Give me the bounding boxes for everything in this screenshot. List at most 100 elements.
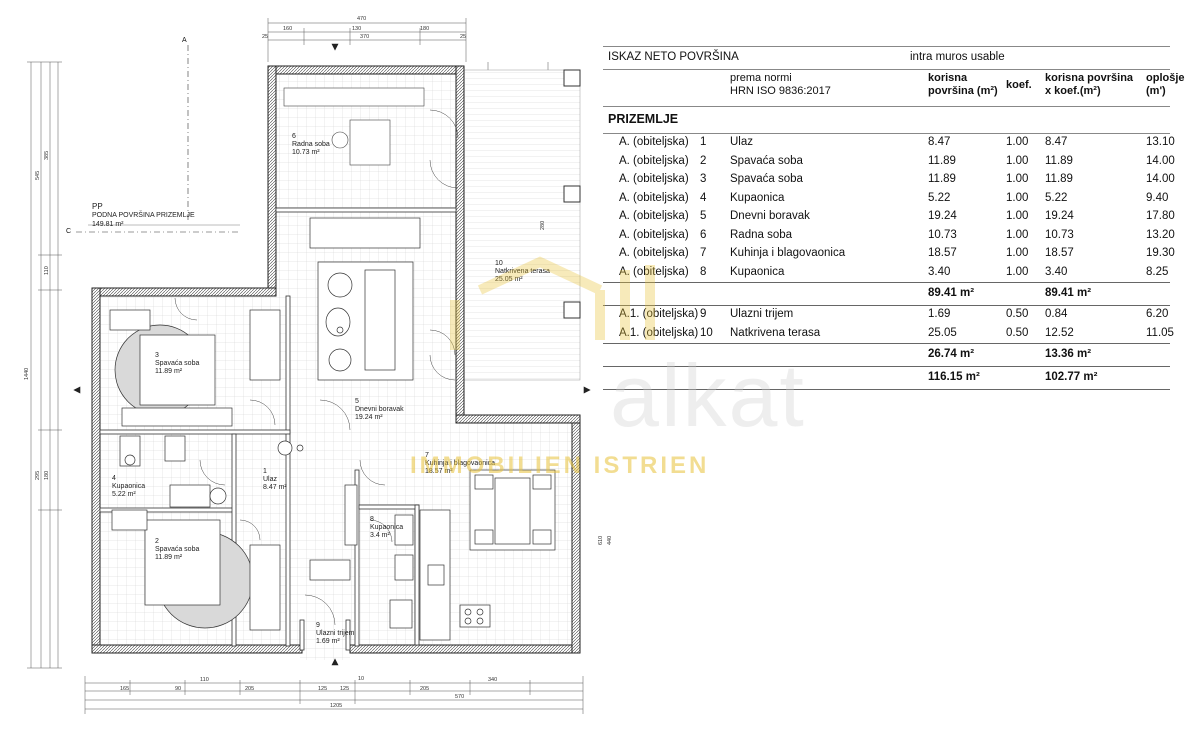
cell-type: A.1. (obiteljska) xyxy=(619,326,699,339)
cell-type: A. (obiteljska) xyxy=(619,265,689,278)
cell-area: 10.73 xyxy=(928,228,957,241)
dim-top-total: 470 xyxy=(357,16,367,22)
subtotal-a1-area-koef: 13.36 m² xyxy=(1045,348,1092,360)
cell-area-koef: 12.52 xyxy=(1045,326,1074,339)
cell-no: 5 xyxy=(700,210,707,222)
cell-koef: 1.00 xyxy=(1006,247,1029,259)
subtotal-a-row: 89.41 m² 89.41 m² xyxy=(603,282,1170,306)
cell-type: A. (obiteljska) xyxy=(619,154,689,167)
cell-oplosje: 13.10 xyxy=(1146,136,1175,148)
cell-no: 2 xyxy=(700,154,707,167)
cell-area-koef: 5.22 xyxy=(1045,191,1068,204)
bathroom4-fixtures xyxy=(119,435,227,508)
dim-left-2: 385 xyxy=(44,150,50,160)
cell-area: 11.89 xyxy=(928,173,956,185)
floor-area-label: PODNA POVRŠINA PRIZEMLJE xyxy=(92,212,195,219)
total-area: 116.15 m² xyxy=(928,371,980,383)
cell-koef: 1.00 xyxy=(1006,265,1029,278)
subtotal-a1-area: 26.74 m² xyxy=(928,348,975,360)
dim-bottom-1: 165 xyxy=(120,686,130,692)
cell-koef: 1.00 xyxy=(1006,173,1029,185)
cell-oplosje: 14.00 xyxy=(1146,173,1175,185)
cell-name: Dnevni boravak xyxy=(730,210,810,222)
cell-area: 8.47 xyxy=(928,136,951,148)
table-title: ISKAZ NETO POVRŠINA xyxy=(608,51,739,63)
cell-name: Kupaonica xyxy=(730,191,785,204)
section-label: PRIZEMLJE xyxy=(608,112,679,126)
dim-bottom-4: 205 xyxy=(245,686,255,692)
door-swings xyxy=(174,109,459,626)
subtotal-a-area: 89.41 m² xyxy=(928,287,975,299)
cell-oplosje: 6.20 xyxy=(1146,308,1169,320)
dim-bottom-7: 10 xyxy=(358,676,365,682)
cell-no: 10 xyxy=(700,326,713,339)
dim-top-6: 25 xyxy=(460,34,467,40)
dim-right-2: 610 xyxy=(598,535,604,545)
area-table: ISKAZ NETO POVRŠINA intra muros usable p… xyxy=(603,46,1185,390)
cell-name: Spavaća soba xyxy=(730,154,803,167)
dim-left-5: 180 xyxy=(44,470,50,480)
cell-koef: 1.00 xyxy=(1006,228,1029,241)
cell-name: Radna soba xyxy=(730,228,793,241)
table-subtitle: intra muros usable xyxy=(910,51,1005,63)
floor-area-value: 149.81 m² xyxy=(92,221,124,228)
bedroom3-furniture xyxy=(109,309,281,427)
cell-area-koef: 18.57 xyxy=(1045,247,1074,259)
bathroom8-fixtures xyxy=(389,514,414,629)
cell-koef: 1.00 xyxy=(1006,136,1029,148)
cell-area-koef: 11.89 xyxy=(1045,173,1073,185)
dimension-lines-bottom xyxy=(84,676,584,714)
cell-koef: 0.50 xyxy=(1006,326,1029,339)
total-row: 116.15 m² 102.77 m² xyxy=(603,367,1170,390)
dim-bottom-9: 340 xyxy=(488,677,498,683)
cell-koef: 0.50 xyxy=(1006,308,1029,320)
exterior-walls xyxy=(91,65,581,654)
cell-type: A. (obiteljska) xyxy=(619,247,689,259)
cell-area: 3.40 xyxy=(928,265,951,278)
cell-area: 25.05 xyxy=(928,326,957,339)
cell-area: 1.69 xyxy=(928,308,951,320)
dim-left-1: 545 xyxy=(35,170,41,180)
cell-type: A. (obiteljska) xyxy=(619,191,689,204)
cell-area: 18.57 xyxy=(928,247,957,259)
total-area-koef: 102.77 m² xyxy=(1045,371,1098,383)
dim-top-1: 160 xyxy=(283,26,293,32)
cell-koef: 1.00 xyxy=(1006,210,1029,222)
cell-name: Ulaz xyxy=(730,136,754,148)
cell-no: 4 xyxy=(700,191,707,204)
cell-no: 3 xyxy=(700,173,707,185)
dim-left-total: 1440 xyxy=(24,367,30,380)
table-title-row: ISKAZ NETO POVRŠINA intra muros usable xyxy=(603,46,1170,70)
header-koef: koef. xyxy=(1006,79,1032,91)
dim-right-3: 280 xyxy=(540,220,546,230)
cell-type: A. (obiteljska) xyxy=(619,210,689,222)
study-furniture xyxy=(283,87,425,166)
cell-area-koef: 8.47 xyxy=(1045,136,1068,148)
dim-bottom-6: 125 xyxy=(340,686,350,692)
dim-bottom-2: 90 xyxy=(175,686,182,692)
cell-name: Ulazni trijem xyxy=(730,308,794,320)
cell-area: 11.89 xyxy=(928,154,956,167)
cell-area-koef: 11.89 xyxy=(1045,154,1073,167)
cell-area-koef: 3.40 xyxy=(1045,265,1068,278)
cell-name: Kupaonica xyxy=(730,265,785,278)
dim-left-3: 110 xyxy=(44,266,50,275)
cell-oplosje: 13.20 xyxy=(1146,228,1175,241)
